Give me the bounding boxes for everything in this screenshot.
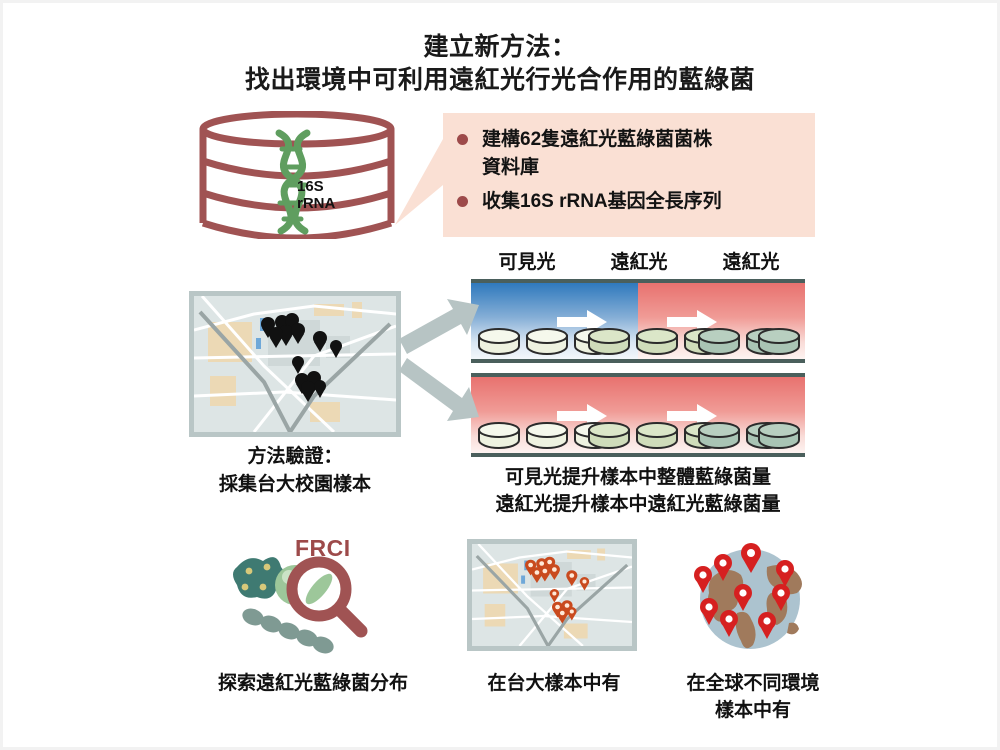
- progress-arrow-icon: [667, 310, 717, 334]
- global-caption-line-1: 在全球不同環境: [686, 673, 820, 694]
- map-frame: [467, 539, 637, 651]
- database-cylinder-icon: [199, 111, 395, 239]
- bullet-dot-icon: [457, 134, 468, 145]
- map-pin-cluster: [525, 556, 590, 624]
- light-condition-labels: 可見光 遠紅光 遠紅光: [471, 247, 807, 274]
- petri-dish-icon: [698, 328, 740, 355]
- db-label-line-1: 16S: [297, 178, 324, 195]
- branch-arrows: [399, 295, 483, 427]
- method-label-line-1: 方法驗證：: [247, 446, 343, 467]
- petri-dish-icon: [478, 422, 520, 449]
- callout-bullet-list: 建構62隻遠紅光藍綠菌菌株 資料庫 收集16S rRNA基因全長序列: [457, 125, 807, 218]
- progress-arrow-icon: [557, 310, 607, 334]
- globe-illustration: [685, 531, 815, 653]
- petri-dish-icon: [588, 422, 630, 449]
- database-label: 16S rRNA: [297, 178, 336, 213]
- petri-dish-icon: [526, 328, 568, 355]
- bullet-text-2: 收集16S rRNA基因全長序列: [482, 190, 722, 212]
- petri-dish-icon: [758, 328, 800, 355]
- experiment-panel-visible-to-far-red: [471, 279, 805, 363]
- page-title: 建立新方法： 找出環境中可利用遠紅光行光合作用的藍綠菌: [3, 31, 997, 97]
- petri-dish-icon: [588, 328, 630, 355]
- title-line-2: 找出環境中可利用遠紅光行光合作用的藍綠菌: [244, 66, 755, 94]
- campus-map-method: [189, 291, 401, 437]
- light-label-2: 遠紅光: [610, 252, 668, 273]
- list-item: 建構62隻遠紅光藍綠菌菌株: [457, 125, 807, 154]
- frci-illustration: FRCI: [219, 531, 399, 655]
- petri-dish-icon: [526, 422, 568, 449]
- map-frame: [189, 291, 401, 437]
- result-caption-line-1: 可見光提升樣本中整體藍綠菌量: [504, 467, 771, 488]
- global-caption-line-2: 樣本中有: [714, 699, 791, 721]
- database-illustration: 16S rRNA: [189, 111, 405, 239]
- globe-icon: [694, 543, 802, 649]
- progress-arrow-icon: [667, 404, 717, 428]
- bullet-text-1-continuation: 資料庫: [482, 157, 540, 179]
- light-label-1: 可見光: [498, 252, 556, 273]
- petri-dish-icon: [636, 328, 678, 355]
- frci-graphic: [233, 556, 368, 654]
- callout-shape: [395, 113, 815, 237]
- petri-dish-icon: [478, 328, 520, 355]
- petri-dish-row: [471, 325, 805, 355]
- map-pin-cluster: [261, 313, 342, 402]
- bullet-text-1: 建構62隻遠紅光藍綠菌菌株: [482, 129, 713, 150]
- petri-dish-icon: [698, 422, 740, 449]
- light-label-3: 遠紅光: [722, 252, 780, 273]
- petri-dish-row: [471, 419, 805, 449]
- map-pin-cluster: [694, 543, 794, 639]
- experiment-result-caption: 可見光提升樣本中整體藍綠菌量 遠紅光提升樣本中遠紅光藍綠菌量: [451, 465, 825, 518]
- campus-map-icon: [194, 296, 396, 432]
- list-item: 收集16S rRNA基因全長序列: [457, 187, 807, 216]
- petri-dish-icon: [758, 422, 800, 449]
- bacteria-chain-icon: [242, 608, 334, 654]
- callout-box: 建構62隻遠紅光藍綠菌菌株 資料庫 收集16S rRNA基因全長序列: [395, 113, 815, 237]
- dna-helix-icon: [275, 129, 311, 235]
- magnifying-glass-icon: [286, 556, 368, 638]
- campus-map-results: [467, 539, 637, 651]
- method-label-line-2: 採集台大校園樣本: [218, 473, 371, 495]
- method-validation-label: 方法驗證： 採集台大校園樣本: [189, 443, 401, 498]
- campus-map-icon: [472, 544, 632, 646]
- progress-arrow-icon: [557, 404, 607, 428]
- db-label-line-2: rRNA: [297, 194, 336, 212]
- result-caption-line-2: 遠紅光提升樣本中遠紅光藍綠菌量: [495, 493, 781, 515]
- branch-arrow-icon: [399, 299, 479, 421]
- frci-label: FRCI: [295, 535, 351, 561]
- petri-dish-icon: [636, 422, 678, 449]
- frci-caption: 探索遠紅光藍綠菌分布: [217, 673, 408, 694]
- bullet-dot-icon: [457, 195, 468, 207]
- experiment-panel-far-red-only: [471, 373, 805, 457]
- title-line-1: 建立新方法：: [423, 33, 577, 61]
- campus-result-caption: 在台大樣本中有: [487, 673, 621, 694]
- global-result-caption: 在全球不同環境 樣本中有: [653, 671, 853, 724]
- bacteria-cell-icon: [233, 557, 286, 599]
